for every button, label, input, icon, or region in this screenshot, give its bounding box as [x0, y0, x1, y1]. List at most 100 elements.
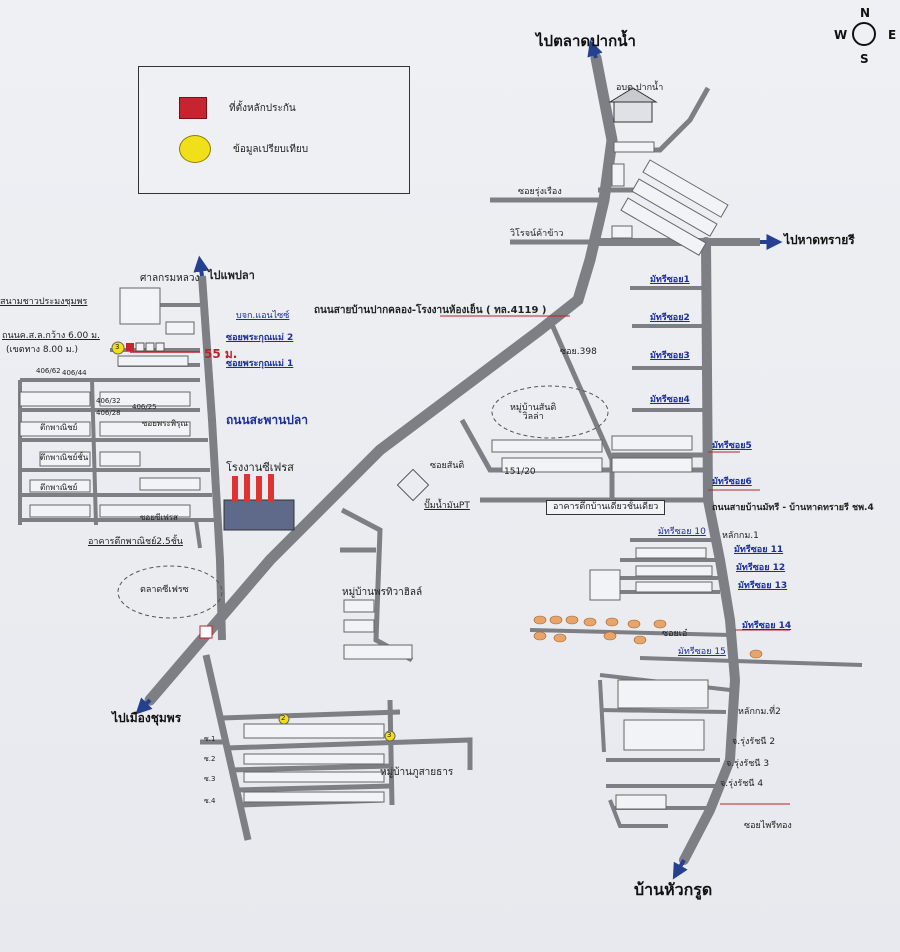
label-soi-saphan: ซอยพระพิรุณ: [142, 419, 188, 428]
label-km1: หลักกม.1: [722, 531, 759, 541]
label-shophouse-right: อาคารตึกบ้านเดี่ยวชั้นเดียว: [546, 500, 666, 515]
label-406-44: 406/44: [62, 369, 87, 377]
label-m12: มัทรีซอย 12: [736, 563, 786, 573]
village-ellipse: [491, 385, 609, 439]
label-obt: อบต.ปากน้ำ: [616, 83, 664, 93]
label-s4: ซ.4: [204, 797, 216, 805]
legend-comparison-label: ข้อมูลเปรียบเทียบ: [233, 143, 309, 155]
map-legend: ที่ตั้งหลักประกัน ข้อมูลเปรียบเทียบ: [138, 66, 410, 194]
arrow-north: [587, 39, 603, 59]
compass-circle: [852, 22, 876, 46]
main-road-4119: [144, 52, 618, 706]
label-m13: มัทรีซอย 13: [738, 581, 788, 591]
dest-south: บ้านหัวกรูด: [634, 880, 713, 899]
label-soi-398: ซอย.398: [560, 347, 597, 357]
label-m10: มัทรีซอย 10: [658, 527, 706, 537]
compass-south: S: [860, 52, 869, 66]
label-tuek-1: ตึกพาณิชย์: [40, 423, 78, 432]
comparison-marker-3: [384, 730, 396, 742]
compass-west: W: [834, 28, 848, 42]
label-rung4: จ.รุ่งรัชนี 4: [720, 779, 764, 789]
label-m15: มัทรีซอย 15: [678, 647, 726, 657]
label-m3: มัทรีซอย3: [650, 351, 690, 361]
label-soi-pk1: ซอยพระกุณแม่ 1: [226, 359, 294, 369]
label-road-sapan: ถนนสะพานปลา: [226, 413, 309, 427]
label-m11: มัทรีซอย 11: [734, 545, 784, 555]
compass-north: N: [860, 6, 871, 20]
collateral-marker: [126, 342, 165, 352]
badge-comparison-3: 3: [387, 731, 392, 739]
comparison-marker-2: [278, 713, 290, 725]
label-village-central: หมู่บ้านสันติ วิลล่า: [510, 403, 557, 422]
label-s2: ซ.2: [204, 755, 216, 763]
label-court: ศาลกรมหลวง: [140, 273, 200, 284]
label-sanam: สนามชาวประมงชุมพร: [0, 297, 88, 307]
arrow-south: [672, 859, 688, 880]
label-m2: มัทรีซอย2: [650, 313, 690, 323]
dest-southwest: ไปเมืองชุมพร: [112, 711, 182, 725]
convenience-store-icon: [199, 625, 213, 639]
factory-icon: [223, 474, 295, 531]
label-m5: มัทรีซอย5: [712, 441, 752, 451]
label-rung2: จ.รุ่งรัชนี 2: [732, 737, 776, 747]
label-soi-phai: ซอยไพรีทอง: [744, 821, 792, 831]
label-s3: ซ.3: [204, 775, 216, 783]
badge-comparison-2: 2: [281, 714, 286, 722]
market-ellipse: [117, 565, 223, 619]
obt-building-icon: [608, 87, 658, 123]
label-shophouse-left: อาคารตึกพาณิชย์2.5ชั้น: [88, 537, 183, 547]
legend-comparison: ข้อมูลเปรียบเทียบ: [179, 135, 308, 163]
label-soi-aeo: ซอยเอ๋: [662, 629, 688, 639]
label-km2: หลักกม.ที่2: [738, 707, 781, 717]
building-blocks: [19, 141, 713, 810]
label-151: 151/20: [504, 467, 536, 477]
label-rung3: จ.รุ่งรัชนี 3: [726, 759, 770, 769]
label-road-width2: (เขตทาง 8.00 ม.): [6, 345, 79, 355]
collateral-swatch: [179, 97, 207, 119]
label-soi-rung-rueang: ซอยรุ่งเรือง: [518, 187, 562, 197]
label-main-road: ถนนสายบ้านปากคลอง-โรงงานห้องเย็น ( ทล.41…: [314, 305, 547, 316]
dest-west-top: ไปแพปลา: [208, 269, 255, 282]
pt-station-icon: [396, 468, 430, 502]
legend-collateral: ที่ตั้งหลักประกัน: [179, 97, 296, 119]
label-market: ตลาดซีเฟรซ: [140, 585, 189, 595]
label-s1: ซ.1: [204, 735, 216, 743]
label-bkk: บจก.แอนไซซ์: [236, 311, 290, 321]
comparison-marker-1: [111, 341, 125, 355]
legend-collateral-label: ที่ตั้งหลักประกัน: [229, 102, 296, 114]
angled-blocks: [620, 159, 729, 256]
south-village-streets: [200, 699, 473, 808]
label-school: วิโรจน์ค้าข้าว: [510, 229, 564, 239]
label-tuek-3: ตึกพาณิชย์: [40, 483, 78, 492]
dest-top: ไปตลาดปากน้ำ: [536, 32, 636, 50]
label-m14: มัทรีซอย 14: [742, 621, 792, 631]
label-distance: 55 ม.: [204, 347, 238, 361]
label-road-right: ถนนสายบ้านมัทรี - บ้านหาดทรายรี ชพ.4: [712, 503, 874, 513]
arrow-west-top: [193, 255, 210, 277]
compass-rose: N S E W: [834, 6, 900, 66]
arrow-southwest: [135, 697, 153, 715]
label-406-28: 406/28: [96, 409, 121, 417]
label-406-32: 406/32: [96, 397, 121, 405]
label-406-25: 406/25: [132, 403, 157, 411]
label-pt: ปั๊มน้ำมันPT: [424, 501, 470, 511]
label-soi-pk2: ซอยพระกุณแม่ 2: [226, 333, 294, 343]
label-village-sw: หมู่บ้านพรทิวาฮิลล์: [342, 587, 423, 598]
comparison-swatch: [179, 135, 211, 163]
label-factory: โรงงานซีเฟรส: [226, 461, 294, 474]
label-village-s: หมู่บ้านภูสายธาร: [380, 767, 454, 778]
dest-east: ไปหาดทรายรี: [784, 233, 855, 247]
road-left-vertical: [198, 275, 226, 641]
label-m6: มัทรีซอย6: [712, 477, 752, 487]
label-m1: มัทรีซอย1: [650, 275, 690, 285]
compass-east: E: [888, 28, 897, 42]
label-soi-factory: ซอยซีเฟรส: [140, 513, 178, 522]
label-m4: มัทรีซอย4: [650, 395, 690, 405]
road-matri: [679, 237, 741, 865]
label-road-width: ถนนค.ส.ล.กว้าง 6.00 ม.: [2, 331, 100, 341]
label-406-62: 406/62: [36, 367, 61, 375]
label-soi-santi: ซอยสันติ: [430, 461, 465, 471]
label-tuek-2: ตึกพาณิชย์ชั้น: [40, 453, 89, 462]
